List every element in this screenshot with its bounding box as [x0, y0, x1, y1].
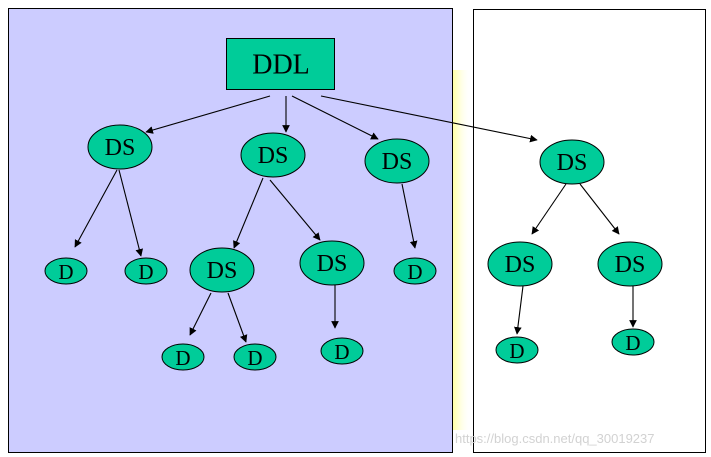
ds-node-mid-left: DS — [189, 247, 255, 293]
svg-text:DS: DS — [557, 150, 588, 176]
svg-text:DS: DS — [505, 252, 536, 278]
d-node-4: D — [233, 343, 277, 371]
svg-text:D: D — [247, 346, 262, 370]
edge-ds-left-d1 — [74, 169, 118, 248]
panel-glow — [453, 70, 471, 430]
ddl-label: DDL — [252, 50, 310, 81]
svg-text:D: D — [625, 331, 640, 355]
watermark-text: https://blog.csdn.net/qq_30019237 — [455, 431, 655, 446]
d-node-2: D — [124, 257, 168, 285]
edge-ddl-ds-left — [145, 95, 271, 134]
edge-ddl-ds-remote — [320, 95, 538, 143]
edge-ddl-ds-right — [291, 95, 379, 140]
svg-text:DS: DS — [207, 258, 238, 284]
ds-node-left: DS — [87, 124, 153, 170]
svg-text:DS: DS — [382, 149, 413, 175]
svg-text:D: D — [138, 260, 153, 284]
svg-text:DS: DS — [615, 252, 646, 278]
ds-node-mid: DS — [240, 132, 306, 178]
ds-node-remote-right: DS — [597, 241, 663, 287]
edge-ds-right-d5 — [401, 183, 418, 249]
d-node-7: D — [495, 336, 539, 364]
d-node-8: D — [611, 328, 655, 356]
ds-node-right: DS — [364, 138, 430, 184]
ds-node-mid-right: DS — [299, 240, 365, 286]
svg-text:DS: DS — [105, 135, 136, 161]
svg-text:DS: DS — [317, 251, 348, 277]
remote-panel — [473, 9, 706, 453]
svg-text:D: D — [175, 346, 190, 370]
edges — [74, 95, 637, 343]
d-node-6: D — [320, 337, 364, 365]
edge-ds-mid-ds-mid-right — [269, 179, 321, 241]
edge-ds-remote-left-d7 — [514, 285, 524, 335]
d-node-1: D — [44, 257, 88, 285]
svg-text:D: D — [58, 260, 73, 284]
d-node-3: D — [161, 343, 205, 371]
edge-ds-remote-ds-remote-left — [531, 183, 567, 235]
svg-text:DS: DS — [258, 143, 289, 169]
ds-node-remote: DS — [539, 139, 605, 185]
edge-ds-left-d2 — [118, 169, 144, 257]
edge-ds-mid-left-d4 — [227, 292, 248, 343]
edge-ds-mid-left-d3 — [189, 292, 212, 336]
edge-ds-remote-ds-remote-right — [579, 183, 620, 235]
ds-node-remote-left: DS — [487, 241, 553, 287]
svg-text:D: D — [407, 260, 422, 284]
svg-text:D: D — [334, 340, 349, 364]
edge-ds-mid-ds-mid-left — [233, 177, 264, 249]
ddl-node: DDL — [226, 38, 335, 90]
svg-text:D: D — [509, 339, 524, 363]
d-node-5: D — [393, 257, 437, 285]
